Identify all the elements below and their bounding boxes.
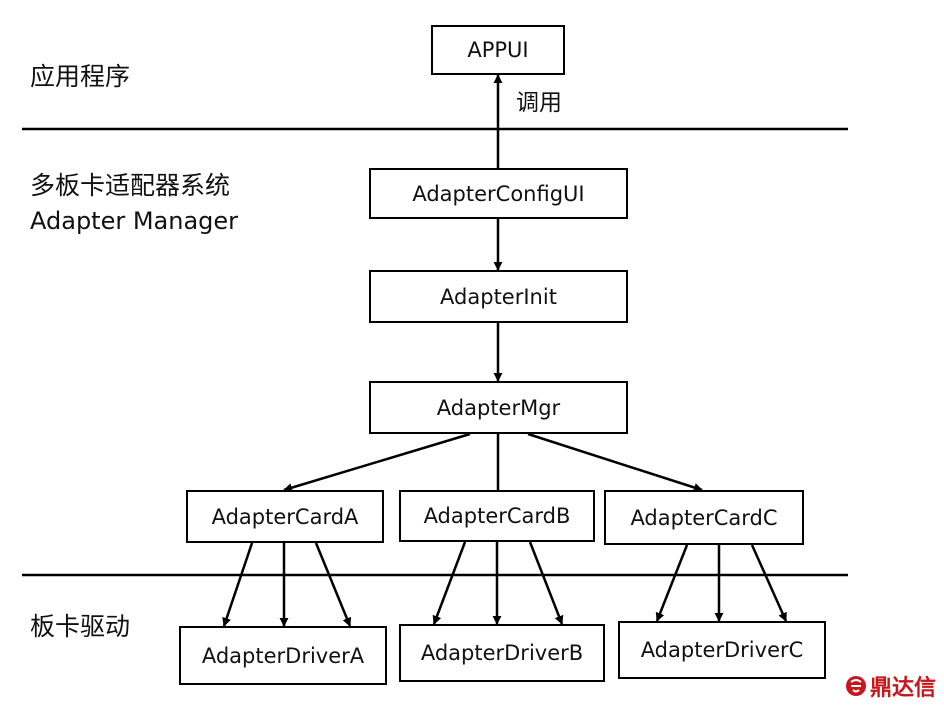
layer-label-adapter-manager: Adapter Manager bbox=[30, 207, 239, 235]
node-adapter-mgr: AdapterMgr bbox=[369, 381, 628, 434]
layer-label-app: 应用程序 bbox=[30, 62, 131, 91]
node-adapter-driver-a: AdapterDriverA bbox=[179, 626, 387, 685]
node-adapter-card-c: AdapterCardC bbox=[604, 490, 804, 545]
node-adapter-driver-b: AdapterDriverB bbox=[399, 624, 605, 682]
call-label: 调用 bbox=[516, 90, 562, 116]
arrow-mgr-to-card-a bbox=[283, 432, 471, 492]
node-appui: APPUI bbox=[431, 25, 565, 75]
arrow-card-c-driver-left bbox=[655, 544, 689, 622]
node-adapter-card-a: AdapterCardA bbox=[186, 490, 384, 543]
node-adapter-driver-c: AdapterDriverC bbox=[618, 621, 826, 679]
arrow-mgr-to-card-c bbox=[527, 432, 703, 492]
arrow-card-a-driver-left bbox=[222, 542, 254, 627]
arrow-card-b-driver-right bbox=[528, 541, 564, 625]
layer-label-drivers: 板卡驱动 bbox=[30, 612, 131, 641]
node-adapter-card-b: AdapterCardB bbox=[399, 490, 595, 542]
node-adapter-config-ui: AdapterConfigUI bbox=[369, 168, 628, 219]
layer-label-adapter-system: 多板卡适配器系统 bbox=[30, 171, 231, 200]
node-adapter-init: AdapterInit bbox=[369, 270, 628, 323]
brand-logo-icon bbox=[846, 676, 866, 696]
arrow-card-b-driver-left bbox=[432, 541, 467, 625]
watermark: 鼎达信 bbox=[845, 670, 936, 702]
arrow-card-a-driver-right bbox=[314, 542, 352, 627]
arrow-card-c-driver-right bbox=[750, 544, 788, 622]
watermark-text: 鼎达信 bbox=[870, 676, 937, 701]
